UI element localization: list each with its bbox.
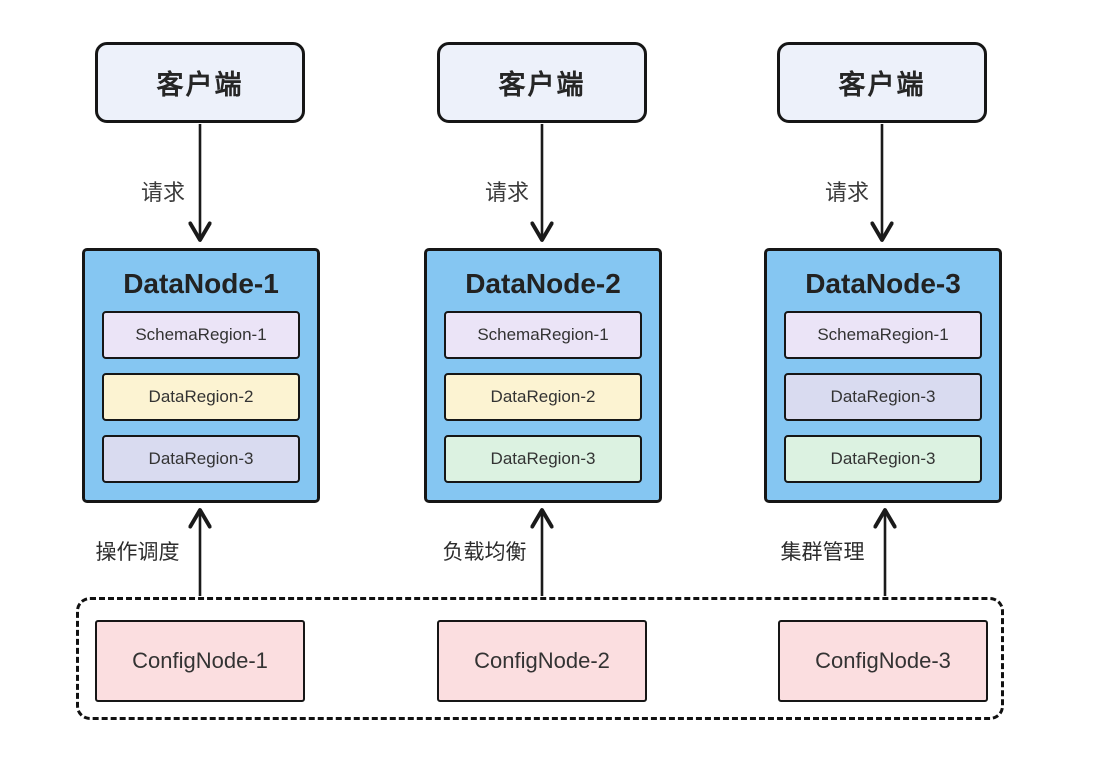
config-link-label-2: 负载均衡 bbox=[442, 541, 527, 564]
region-box: DataRegion-3 bbox=[784, 435, 982, 483]
config-link-label-1: 操作调度 bbox=[95, 541, 180, 564]
datanode-title: DataNode-1 bbox=[123, 268, 279, 299]
confignode-box-1: ConfigNode-1 bbox=[95, 620, 305, 702]
datanode-box-1: DataNode-1 SchemaRegion-1 DataRegion-2 D… bbox=[82, 248, 320, 503]
confignode-cluster-boundary bbox=[76, 597, 1004, 720]
datanode-title: DataNode-2 bbox=[465, 268, 621, 299]
confignode-box-2: ConfigNode-2 bbox=[437, 620, 647, 702]
confignode-box-3: ConfigNode-3 bbox=[778, 620, 988, 702]
region-box: DataRegion-3 bbox=[444, 435, 642, 483]
config-link-label-3: 集群管理 bbox=[780, 541, 865, 564]
request-label-1: 请求 bbox=[140, 180, 185, 205]
client-box-1: 客户端 bbox=[95, 42, 305, 123]
datanode-box-2: DataNode-2 SchemaRegion-1 DataRegion-2 D… bbox=[424, 248, 662, 503]
region-box: SchemaRegion-1 bbox=[102, 311, 300, 359]
region-box: DataRegion-2 bbox=[444, 373, 642, 421]
region-box: DataRegion-3 bbox=[784, 373, 982, 421]
client-box-2: 客户端 bbox=[437, 42, 647, 123]
client-box-3: 客户端 bbox=[777, 42, 987, 123]
region-box: SchemaRegion-1 bbox=[784, 311, 982, 359]
request-label-2: 请求 bbox=[484, 180, 529, 205]
region-box: DataRegion-2 bbox=[102, 373, 300, 421]
datanode-box-3: DataNode-3 SchemaRegion-1 DataRegion-3 D… bbox=[764, 248, 1002, 503]
region-box: SchemaRegion-1 bbox=[444, 311, 642, 359]
region-box: DataRegion-3 bbox=[102, 435, 300, 483]
request-label-3: 请求 bbox=[824, 180, 869, 205]
datanode-title: DataNode-3 bbox=[805, 268, 961, 299]
